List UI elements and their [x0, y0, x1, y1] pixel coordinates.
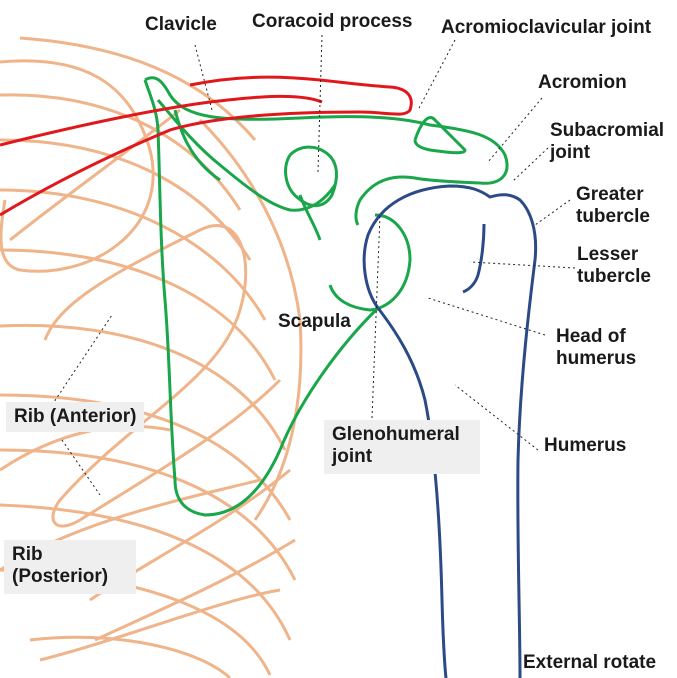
glenoid-rim [328, 213, 412, 312]
acromion-outline [413, 116, 467, 155]
label-lesser-tubercle: Lesser tubercle [577, 244, 651, 288]
leader-lesser [469, 261, 576, 269]
label-rib-anterior: Rib (Anterior) [6, 402, 145, 432]
label-acromioclavicular-joint: Acromioclavicular joint [441, 17, 652, 38]
label-greater-line2: tubercle [576, 206, 650, 227]
leader-acromion [487, 97, 543, 163]
label-rib-posterior-line2: (Posterior) [12, 566, 109, 587]
leader-clavicle [194, 44, 213, 111]
clavicle-outline [0, 75, 413, 217]
label-greater-tubercle: Greater tubercle [576, 184, 650, 228]
rib-8 [0, 323, 287, 451]
rib-14 [43, 223, 282, 528]
rib-1 [19, 36, 257, 141]
scapula-outline [143, 76, 509, 517]
rib-5 [9, 108, 181, 242]
spine-of-scapula [156, 99, 337, 212]
clavicle-lower [0, 75, 413, 217]
label-clavicle: Clavicle [145, 14, 217, 35]
leader-rib-anterior [51, 314, 113, 406]
label-scapula: Scapula [278, 311, 351, 332]
label-rib-posterior-line1: Rib [12, 544, 43, 565]
leader-ac-joint [417, 39, 456, 111]
label-external-rotate: External rotate [523, 652, 657, 673]
label-head-line2: humerus [556, 348, 637, 369]
leader-greater [534, 199, 571, 226]
rib-6 [0, 188, 267, 321]
humerus-outline [362, 184, 538, 678]
label-glenohumeral-joint: Glenohumeral joint [324, 420, 480, 474]
rib-20 [39, 588, 281, 662]
rib-16 [94, 538, 296, 642]
label-lesser-line1: Lesser [577, 244, 639, 265]
leader-lines [51, 34, 576, 496]
label-humerus: Humerus [544, 435, 627, 456]
label-subacromial-joint: Subacromial joint [550, 120, 664, 164]
label-gh-line2: joint [332, 446, 373, 467]
rib-18 [0, 424, 171, 472]
scapula-body [144, 76, 509, 226]
humerus-medial [376, 307, 448, 678]
label-acromion: Acromion [538, 72, 627, 93]
label-head-of-humerus: Head of humerus [556, 326, 636, 370]
rib-4 [0, 138, 252, 261]
label-rib-posterior: Rib (Posterior) [4, 540, 136, 594]
rib-3 [0, 93, 242, 211]
label-gh-line1: Glenohumeral [332, 424, 460, 445]
leader-head [427, 297, 546, 336]
coracoid-outline [284, 145, 338, 207]
leader-gh [371, 214, 381, 419]
label-coracoid-process: Coracoid process [252, 11, 413, 32]
rib-13 [29, 635, 232, 678]
clavicle-upper [0, 94, 323, 147]
label-greater-line1: Greater [576, 184, 644, 205]
leader-rib-posterior [61, 439, 101, 496]
humeral-head [362, 184, 538, 678]
rib-2 [0, 59, 155, 273]
lateral-border [143, 79, 380, 517]
label-subacromial-line2: joint [550, 142, 591, 163]
label-lesser-line2: tubercle [577, 266, 651, 287]
lesser-tubercle [462, 223, 486, 294]
rib-10 [0, 448, 297, 581]
rib-17 [198, 118, 303, 521]
leader-subacromial [511, 147, 549, 183]
rib-7 [0, 248, 277, 381]
coracoid-neck [298, 194, 322, 241]
label-head-line1: Head of [556, 326, 626, 347]
label-subacromial-line1: Subacromial [550, 120, 665, 141]
medial-line [173, 109, 221, 182]
